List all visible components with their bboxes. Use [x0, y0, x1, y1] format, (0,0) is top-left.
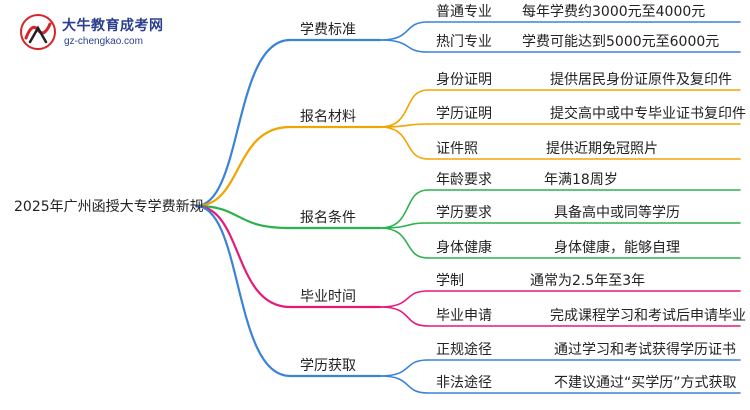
daniu-logo-icon: [20, 14, 56, 50]
leaf-label: 身份证明: [436, 72, 492, 88]
leaf-label: 证件照: [436, 141, 478, 157]
leaf-detail: 身体健康，能够自理: [554, 240, 680, 256]
leaf-connector: [379, 89, 429, 128]
leaf-detail: 具备高中或同等学历: [554, 205, 680, 221]
site-logo[interactable]: 大牛教育成考网 gz-chengkao.com: [18, 12, 163, 54]
leaf-connector: [379, 290, 429, 308]
leaf-detail: 完成课程学习和考试后申请毕业: [550, 308, 746, 324]
leaf-connector: [379, 227, 429, 259]
branch-label: 报名条件: [300, 210, 356, 226]
leaf-connector: [379, 21, 429, 41]
leaf-label: 正规途径: [436, 342, 492, 358]
branch-label: 报名材料: [300, 109, 356, 125]
leaf-connector: [379, 375, 429, 394]
leaf-label: 身体健康: [436, 240, 492, 256]
leaf-label: 年龄要求: [436, 172, 492, 188]
leaf-label: 毕业申请: [436, 308, 492, 324]
leaf-detail: 学费可能达到5000元至6000元: [522, 34, 720, 50]
branch-label: 学费标准: [300, 22, 356, 38]
leaf-label: 学历要求: [436, 205, 492, 221]
leaf-connector: [379, 126, 429, 160]
root-topic: 2025年广州函授大专学费新规: [14, 199, 204, 215]
leaf-connector: [379, 39, 429, 53]
branch-connector: [194, 38, 292, 208]
leaf-detail: 每年学费约3000元至4000元: [522, 4, 706, 20]
branch-label: 毕业时间: [300, 289, 356, 305]
leaf-label: 学历证明: [436, 106, 492, 122]
branch-connector: [194, 204, 292, 378]
leaf-label: 非法途径: [436, 375, 492, 391]
leaf-detail: 提供居民身份证原件及复印件: [550, 72, 732, 88]
leaf-connector: [379, 222, 429, 229]
leaf-label: 热门专业: [436, 34, 492, 50]
leaf-connector: [379, 359, 429, 377]
branch-connector: [194, 204, 292, 309]
leaf-detail: 通常为2.5年至3年: [530, 273, 646, 289]
leaf-detail: 年满18周岁: [544, 172, 618, 188]
leaf-label: 学制: [436, 273, 464, 289]
leaf-label: 普通专业: [436, 4, 492, 20]
leaf-connector: [379, 189, 429, 229]
logo-url: gz-chengkao.com: [64, 36, 143, 47]
leaf-detail: 提交高中或中专毕业证书复印件: [550, 106, 746, 122]
branch-label: 学历获取: [300, 358, 356, 374]
leaf-detail: 不建议通过“买学历”方式获取: [554, 375, 737, 391]
leaf-detail: 通过学习和考试获得学历证书: [554, 342, 736, 358]
branch-connector: [194, 204, 292, 230]
leaf-connector: [379, 123, 429, 128]
logo-title: 大牛教育成考网: [62, 18, 164, 34]
branch-connector: [194, 125, 292, 208]
leaf-connector: [379, 306, 429, 327]
leaf-detail: 提供近期免冠照片: [546, 141, 658, 157]
